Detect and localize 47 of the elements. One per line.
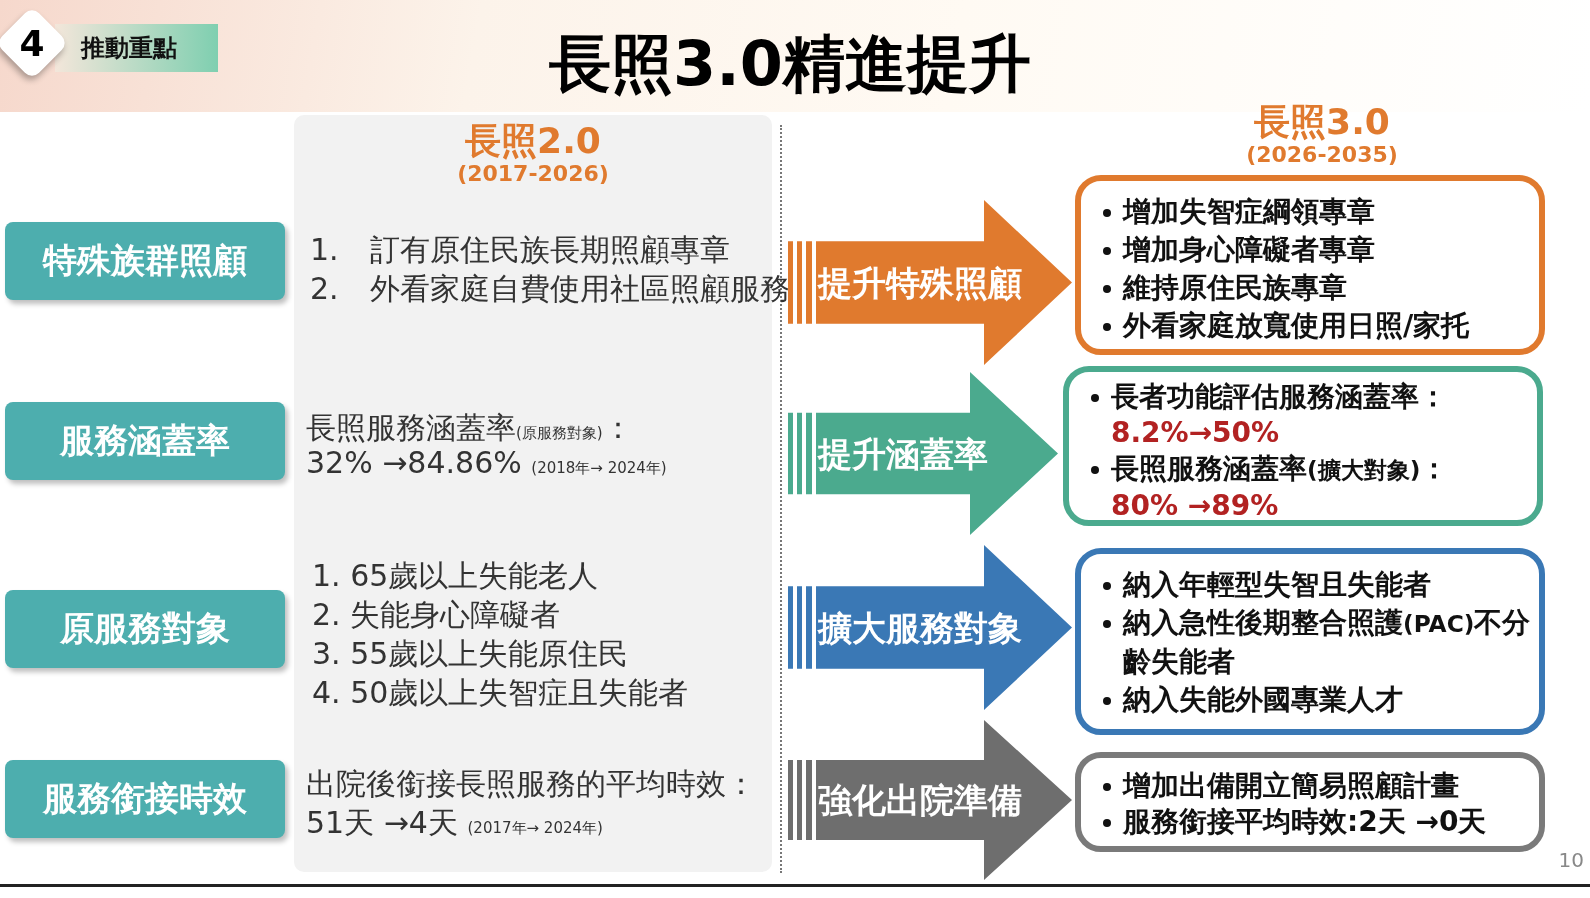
block-arrow <box>788 545 1072 710</box>
arrow-label: 提升涵蓋率 <box>818 432 988 476</box>
goal-box <box>1075 548 1545 735</box>
stat-text: 51天 →4天 (2017年→ 2024年) <box>306 804 603 842</box>
bullet-item: 長者功能評估服務涵蓋率： <box>1111 380 1447 413</box>
title: 長照3.0精進提升 <box>548 26 1032 102</box>
bullet-item: 長照服務涵蓋率(擴大對象)： <box>1111 452 1449 485</box>
arrow-label: 強化出院準備 <box>818 779 1022 822</box>
category-box: 服務涵蓋率 <box>5 402 285 480</box>
bullet-item: 服務銜接平均時效:2天 →0天 <box>1123 805 1487 838</box>
bullet-item: 維持原住民族專章 <box>1123 271 1347 304</box>
list-item: 4. 50歲以上失智症且失能者 <box>312 674 689 712</box>
stat-text: 長照服務涵蓋率(原服務對象)： <box>306 409 633 447</box>
bullet-item: 增加出備開立簡易照顧計畫 <box>1123 769 1459 802</box>
block-arrow <box>788 372 1058 535</box>
stat-text: 32% →84.86% (2018年→ 2024年) <box>306 445 667 480</box>
category-box: 特殊族群照顧 <box>5 222 285 300</box>
list-item: 2. 外看家庭自費使用社區照顧服務 <box>310 270 791 308</box>
bullet-item: 外看家庭放寬使用日照/家托 <box>1123 309 1470 342</box>
stat-value: 8.2%→50% <box>1110 416 1281 450</box>
list-item: 1. 訂有原住民族長期照顧專章 <box>310 231 731 269</box>
page-number: 10 <box>1557 848 1584 874</box>
category-box: 服務銜接時效 <box>5 760 285 838</box>
column-heading: 長照3.0 <box>1253 100 1391 142</box>
goal-box <box>1075 752 1545 852</box>
block-arrow <box>788 200 1072 365</box>
bullet-item: 增加失智症綱領專章 <box>1123 195 1375 228</box>
panel-heading: 長照2.0 <box>464 119 602 161</box>
arrow-label: 提升特殊照顧 <box>818 261 1022 305</box>
arrow-label: 擴大服務對象 <box>818 606 1022 650</box>
bullet-item: 納入失能外國專業人才 <box>1123 683 1403 716</box>
goal-box <box>1075 175 1545 355</box>
stat-value: 80% →89% <box>1110 489 1280 523</box>
year-range: (2026-2035) <box>1245 142 1399 169</box>
stat-text: 出院後銜接長照服務的平均時效： <box>306 765 756 803</box>
list-item: 2. 失能身心障礙者 <box>312 596 561 634</box>
goal-box <box>1063 366 1543 526</box>
list-item: 3. 55歲以上失能原住民 <box>312 635 629 673</box>
bullet-item: 納入年輕型失智且失能者 <box>1123 568 1431 601</box>
category-box: 原服務對象 <box>5 590 285 668</box>
list-item: 1. 65歲以上失能老人 <box>312 557 599 595</box>
section-number: 4 <box>18 22 46 66</box>
bullet-item: 納入急性後期整合照護(PAC)不分齡失能者 <box>1123 606 1531 678</box>
section-tag: 推動重點 <box>55 24 218 72</box>
block-arrow <box>788 720 1072 880</box>
bullet-item: 增加身心障礙者專章 <box>1123 233 1375 266</box>
year-range: (2017-2026) <box>456 161 610 188</box>
